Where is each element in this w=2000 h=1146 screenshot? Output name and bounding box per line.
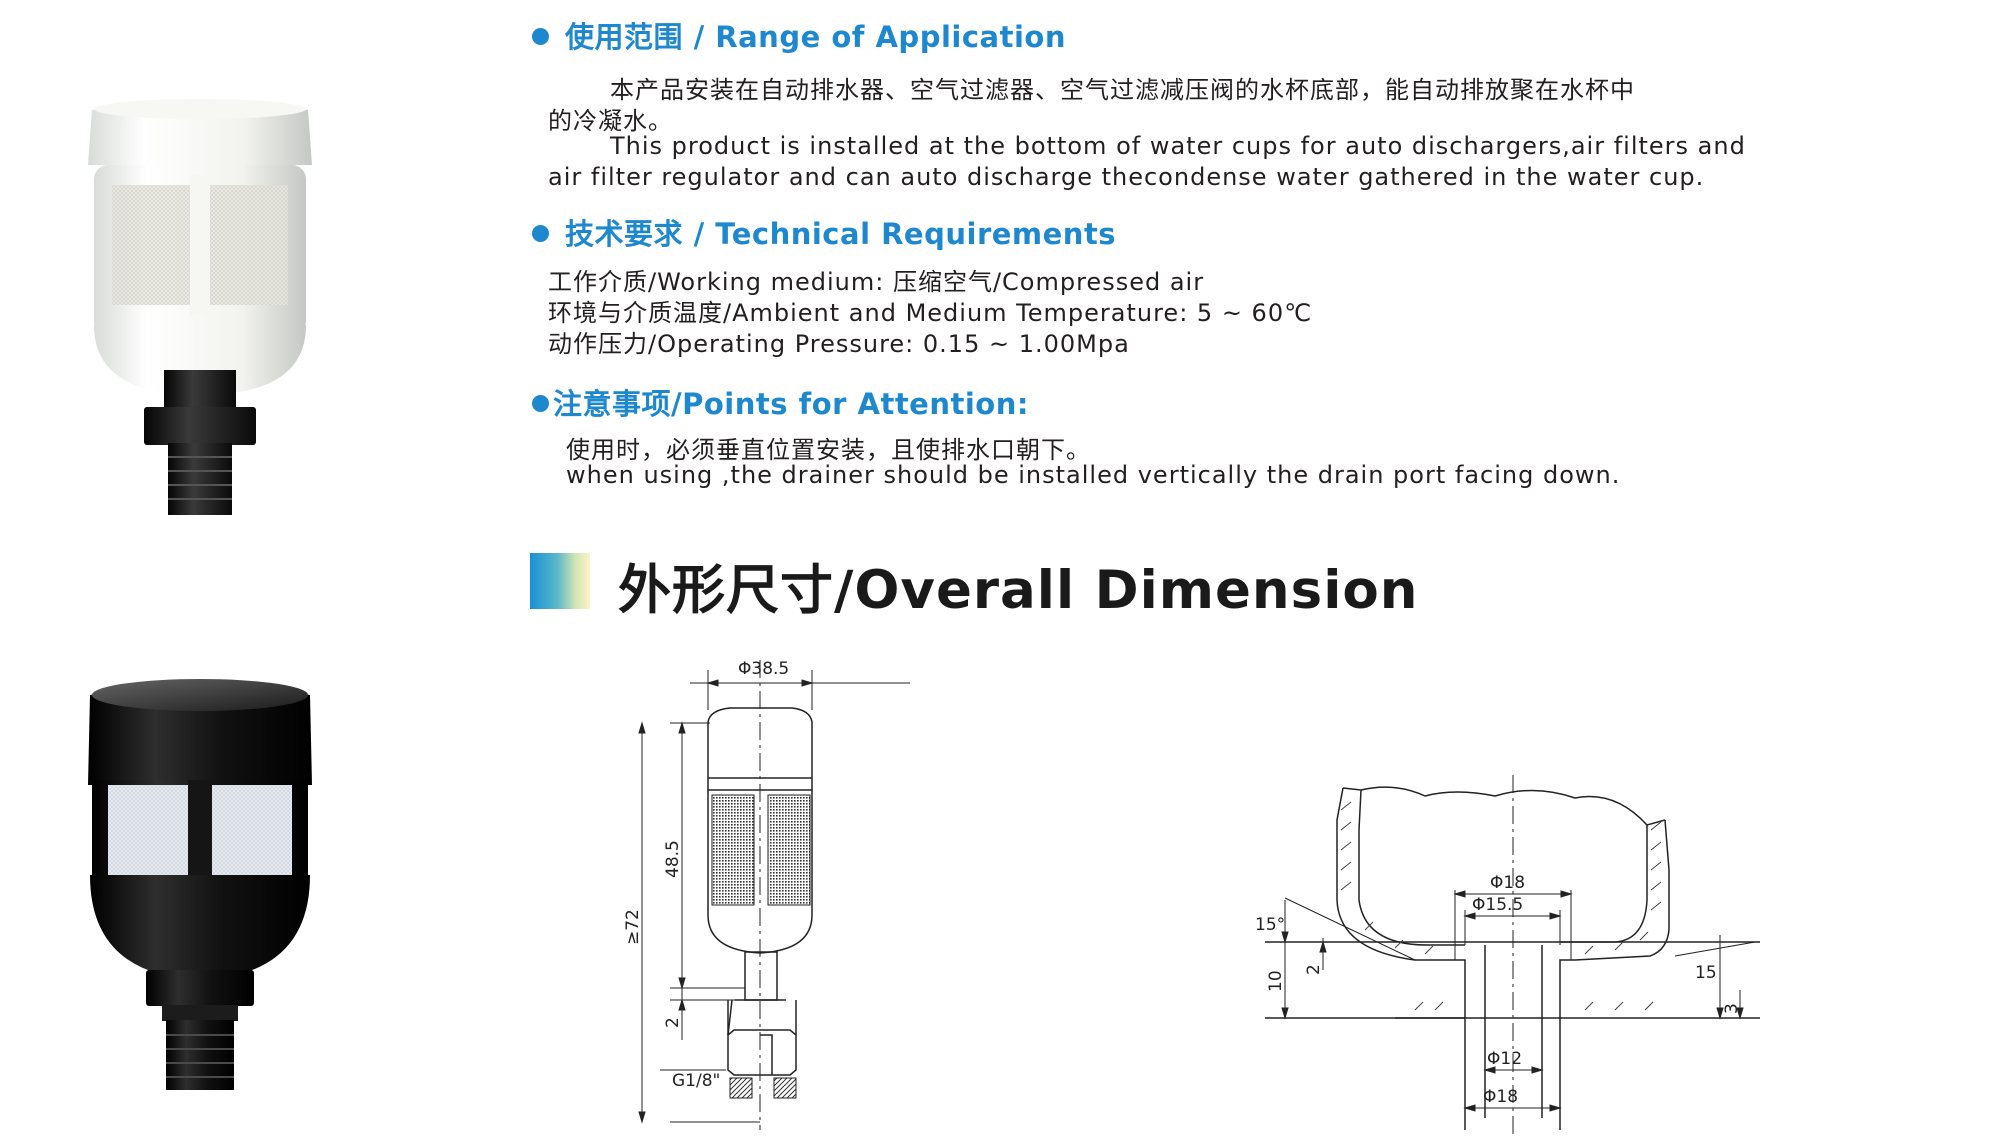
technical-heading: 技术要求 / Technical Requirements	[532, 211, 1116, 253]
white-drainer-photo	[88, 99, 312, 515]
dim-diameter-label: Φ38.5	[738, 659, 789, 679]
working-medium: 工作介质/Working medium: 压缩空气/Compressed air	[548, 268, 1205, 296]
range-en-line1: This product is installed at the bottom …	[610, 132, 1746, 160]
range-en-line2: air filter regulator and can auto discha…	[548, 163, 1705, 191]
bullet-icon	[532, 28, 549, 45]
angle-label: 15°	[1255, 915, 1285, 935]
height-10-label: 10	[1266, 970, 1286, 992]
bullet-icon	[532, 395, 549, 412]
operating-pressure: 动作压力/Operating Pressure: 0.15 ~ 1.00Mpa	[548, 330, 1130, 358]
dim-gap-label: 2	[663, 1017, 683, 1028]
pipe-outer-label: Φ18	[1483, 1087, 1518, 1107]
technical-heading-text: 技术要求 / Technical Requirements	[565, 217, 1117, 251]
attention-en-line: when using ,the drainer should be instal…	[566, 461, 1621, 489]
bore-inner-label: Φ15.5	[1472, 895, 1523, 915]
range-heading-text: 使用范围 / Range of Application	[565, 20, 1066, 54]
attention-heading-text: 注意事项/Points for Attention:	[553, 387, 1029, 421]
dimension-title: 外形尺寸/Overall Dimension	[618, 560, 1419, 621]
title-gradient-bar	[530, 553, 590, 609]
range-zh-line2: 的冷凝水。	[548, 107, 673, 135]
bullet-icon	[532, 225, 549, 242]
attention-zh-line: 使用时，必须垂直位置安装，且使排水口朝下。	[566, 436, 1091, 464]
range-zh-line1: 本产品安装在自动排水器、空气过滤器、空气过滤减压阀的水杯底部，能自动排放聚在水杯…	[610, 76, 1635, 104]
pipe-inner-label: Φ12	[1487, 1049, 1522, 1069]
range-heading: 使用范围 / Range of Application	[532, 14, 1066, 56]
dim-total-height-label: ≥72	[623, 909, 643, 945]
right-dimension-drawing: Φ18 Φ15.5 15° 10 2 15 3 Φ12 Φ18	[1255, 775, 1760, 1135]
left-dimension-drawing: Φ38.5 48.5 ≥72 2 G1/8"	[623, 659, 910, 1130]
step-2-label: 2	[1304, 964, 1324, 975]
right-3-label: 3	[1722, 1003, 1742, 1014]
attention-heading: 注意事项/Points for Attention:	[532, 381, 1029, 423]
bore-outer-label: Φ18	[1490, 873, 1525, 893]
temperature: 环境与介质温度/Ambient and Medium Temperature: …	[548, 299, 1313, 327]
right-15-label: 15	[1695, 963, 1717, 983]
dim-thread-label: G1/8"	[672, 1071, 720, 1091]
dim-body-height-label: 48.5	[663, 840, 683, 878]
black-drainer-photo	[88, 679, 312, 1090]
